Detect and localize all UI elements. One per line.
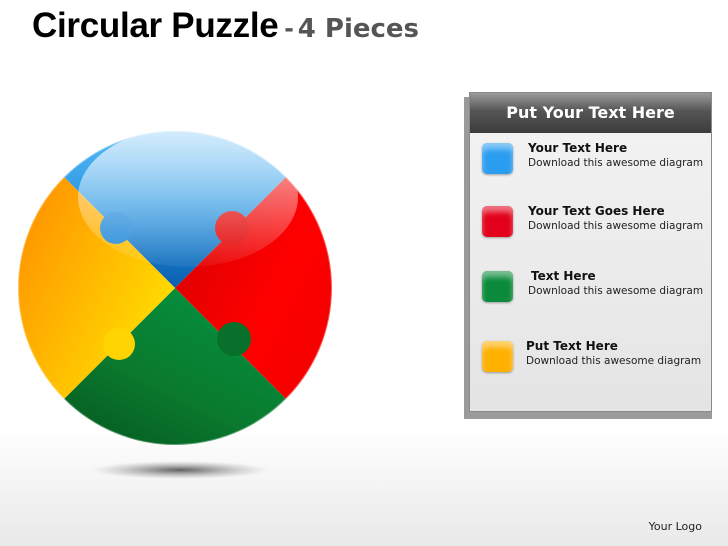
legend-item-title: Your Text Goes Here bbox=[528, 204, 665, 218]
legend-item-desc: Download this awesome diagram bbox=[528, 157, 704, 169]
legend-item-title: Your Text Here bbox=[528, 141, 628, 155]
title-subtitle: 4 Pieces bbox=[297, 14, 420, 44]
logo-text: Your Logo bbox=[648, 520, 702, 533]
red-swatch bbox=[482, 206, 513, 237]
green-knob bbox=[217, 322, 251, 356]
legend-panel: Put Your Text Here Your Text Here Downlo… bbox=[469, 92, 712, 412]
legend-item: Put Text Here Download this awesome diag… bbox=[482, 339, 707, 379]
yellow-knob bbox=[103, 328, 135, 360]
panel-header: Put Your Text Here bbox=[470, 93, 711, 133]
page-title: Circular Puzzle-4 Pieces bbox=[32, 6, 419, 46]
legend-item-desc: Download this awesome diagram bbox=[526, 355, 702, 367]
puzzle-shadow bbox=[92, 461, 268, 479]
orange-swatch bbox=[482, 341, 513, 372]
title-main: Circular Puzzle bbox=[32, 6, 279, 45]
legend-item: Your Text Here Download this awesome dia… bbox=[482, 141, 707, 181]
title-dash: - bbox=[284, 12, 294, 43]
gloss-highlight bbox=[78, 131, 298, 267]
green-swatch bbox=[482, 271, 513, 302]
circular-puzzle bbox=[17, 130, 333, 479]
legend-item-desc: Download this awesome diagram bbox=[528, 285, 704, 297]
blue-swatch bbox=[482, 143, 513, 174]
legend-item: Text Here Download this awesome diagram bbox=[482, 269, 707, 309]
legend-item-desc: Download this awesome diagram bbox=[528, 220, 704, 232]
legend-item: Your Text Goes Here Download this awesom… bbox=[482, 204, 707, 244]
legend-item-title: Put Text Here bbox=[526, 339, 618, 353]
legend-item-title: Text Here bbox=[531, 269, 596, 283]
